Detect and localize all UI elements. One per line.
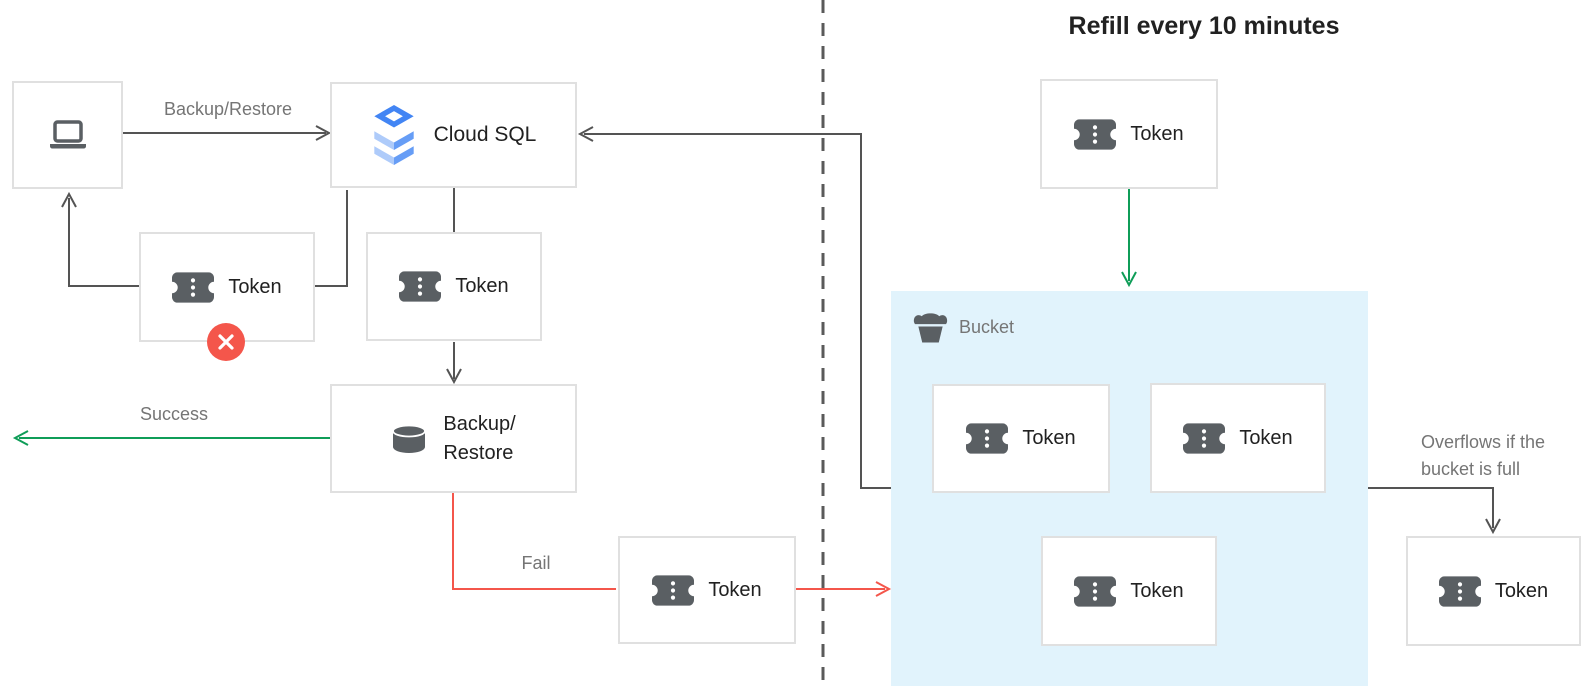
success-label: Success xyxy=(139,404,209,424)
token-icon xyxy=(1074,119,1116,150)
arrowhead-left-cloudsql xyxy=(577,126,594,142)
overflow-note: Overflows if the bucket is full xyxy=(1421,429,1582,483)
token-label: Token xyxy=(1130,122,1184,145)
bucket-token-3: Token xyxy=(1041,536,1217,646)
token-label: Token xyxy=(1494,579,1549,602)
token-icon xyxy=(1074,576,1116,607)
backup-restore-node: Backup/ Restore xyxy=(330,384,577,493)
rejected-x-badge xyxy=(207,323,245,361)
token-node-fail: Token xyxy=(618,536,796,644)
token-label: Token xyxy=(228,275,282,298)
arrowhead-down-refill xyxy=(1121,271,1137,288)
backup-restore-label-line2: Restore xyxy=(443,441,514,464)
refill-title: Refill every 10 minutes xyxy=(1068,12,1340,40)
client-node xyxy=(12,81,123,189)
cloud-sql-node: Cloud SQL xyxy=(330,82,577,188)
token-icon xyxy=(966,423,1008,454)
bucket-token-2: Token xyxy=(1150,383,1326,493)
token-label: Token xyxy=(455,275,509,297)
overflow-note-line2: bucket is full xyxy=(1421,459,1521,479)
fail-label: Fail xyxy=(521,553,551,573)
bucket-icon xyxy=(913,313,948,343)
connector-token-to-cloudsql-bottom xyxy=(315,190,348,287)
bucket-label-text: Bucket xyxy=(959,316,1015,337)
x-icon xyxy=(218,334,234,350)
cloud-sql-label: Cloud SQL xyxy=(433,123,537,146)
token-label: Token xyxy=(1022,427,1076,449)
backup-restore-label-line1: Backup/ xyxy=(443,412,516,435)
token-icon xyxy=(652,575,694,606)
token-icon xyxy=(1183,423,1225,454)
bucket-label: Bucket xyxy=(913,311,1014,343)
token-icon xyxy=(172,272,214,303)
connector-token-to-client xyxy=(68,198,139,287)
token-icon xyxy=(1439,576,1481,607)
arrowhead-right-bucket xyxy=(875,581,892,597)
overflow-note-line1: Overflows if the xyxy=(1421,432,1546,452)
token-icon xyxy=(399,271,441,302)
database-icon xyxy=(392,424,427,453)
bucket-token-1: Token xyxy=(932,384,1110,493)
token-node-pending: Token xyxy=(366,232,542,341)
cloud-sql-icon xyxy=(373,105,414,165)
arrowhead-down-backuprestore xyxy=(446,368,462,385)
connector-overflow xyxy=(1368,487,1494,528)
backup-restore-arrow-label: Backup/Restore xyxy=(163,99,293,119)
arrowhead-up-client xyxy=(61,191,77,208)
token-label: Token xyxy=(708,578,762,601)
laptop-icon xyxy=(49,120,86,149)
token-node-refill: Token xyxy=(1040,79,1218,189)
token-label: Token xyxy=(1130,579,1184,602)
token-label: Token xyxy=(1239,426,1293,449)
connector-fail xyxy=(452,493,616,590)
arrowhead-left-success xyxy=(12,430,29,446)
connector-bucket-to-cloudsql xyxy=(584,133,891,489)
arrowhead-right-cloudsql xyxy=(315,125,332,141)
arrowhead-down-overflow xyxy=(1485,518,1501,535)
token-node-overflow: Token xyxy=(1406,536,1581,646)
